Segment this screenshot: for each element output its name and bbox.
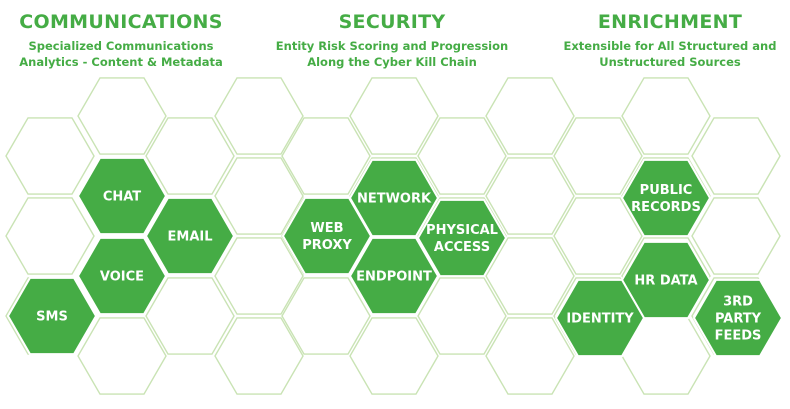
outline-hex [281,277,371,355]
hex-web-proxy: WEB PROXY [281,196,373,276]
outline-hex [553,117,643,195]
outline-hex [553,197,643,275]
hex-chat: CHAT [76,156,168,236]
hex-web-proxy-shape [281,196,373,276]
column-title-enrichment: ENRICHMENT [597,11,743,33]
hex-web-proxy-label: PROXY [302,238,352,253]
hex-3rd-party-feeds: 3RD PARTY FEEDS [692,278,784,358]
column-subtitle-security: Entity Risk Scoring and Progression Alon… [275,39,509,69]
column-title-communications: COMMUNICATIONS [19,11,223,33]
outline-hex [145,277,235,355]
outline-hex [485,157,575,235]
hex-public-records: PUBLIC RECORDS [620,158,712,238]
outline-hex [417,117,507,195]
hex-voice-label: VOICE [100,270,144,285]
hex-3rd-party-feeds-label: 3RD [723,295,753,310]
hex-endpoint-label: ENDPOINT [356,270,432,285]
outline-hex [485,237,575,315]
hex-identity-shape [554,278,646,358]
hex-email: EMAIL [144,196,236,276]
outline-hex [145,117,235,195]
hex-identity-label: IDENTITY [566,312,634,327]
hex-public-records-shape [620,158,712,238]
outline-hex [485,77,575,155]
hex-endpoint: ENDPOINT [348,236,440,316]
header-security: SECURITY Entity Risk Scoring and Progres… [262,10,522,70]
hex-network: NETWORK [348,158,440,238]
hex-endpoint-shape [348,236,440,316]
outline-hex [417,277,507,355]
header-communications: COMMUNICATIONS Specialized Communication… [0,10,251,70]
hex-hr-data: HR DATA [620,240,712,320]
outline-hex [214,157,304,235]
hex-physical-access: PHYSICAL ACCESS [416,198,508,278]
hex-chat-label: CHAT [103,190,141,205]
hex-3rd-party-feeds-shape [692,278,784,358]
hex-voice-shape [76,236,168,316]
outline-hex [349,77,439,155]
hex-web-proxy-label: WEB [310,221,343,236]
outline-hex [77,77,167,155]
hex-physical-access-label: PHYSICAL [426,223,498,238]
hex-hr-data-label: HR DATA [634,274,697,289]
header-enrichment: ENRICHMENT Extensible for All Structured… [540,10,790,70]
hex-identity: IDENTITY [554,278,646,358]
outline-hex [5,117,95,195]
hex-public-records-label: PUBLIC [640,183,693,198]
hex-public-records-label: RECORDS [631,200,701,215]
outline-hex [691,117,781,195]
outline-hex [214,237,304,315]
hex-sms-label: SMS [36,310,68,325]
hex-chat-shape [76,156,168,236]
outline-hex [621,77,711,155]
hex-email-label: EMAIL [168,230,213,245]
outline-hex [214,77,304,155]
hex-network-label: NETWORK [357,192,432,207]
outline-hex [691,197,781,275]
outline-hex [349,317,439,395]
column-title-security: SECURITY [338,11,446,33]
outline-hex [77,317,167,395]
hex-voice: VOICE [76,236,168,316]
column-subtitle-enrichment: Extensible for All Structured and Unstru… [563,39,777,69]
hex-sms: SMS [6,276,98,356]
hex-3rd-party-feeds-label: FEEDS [715,329,762,344]
hex-3rd-party-feeds-label: PARTY [715,312,762,327]
outline-hex [5,197,95,275]
outline-hex [485,317,575,395]
outline-hex [214,317,304,395]
column-subtitle-communications: Specialized Communications Analytics - C… [19,39,223,69]
hex-sms-shape [6,276,98,356]
hex-email-shape [144,196,236,276]
hex-physical-access-label: ACCESS [434,240,490,255]
hex-physical-access-shape [416,198,508,278]
outline-hex [281,117,371,195]
